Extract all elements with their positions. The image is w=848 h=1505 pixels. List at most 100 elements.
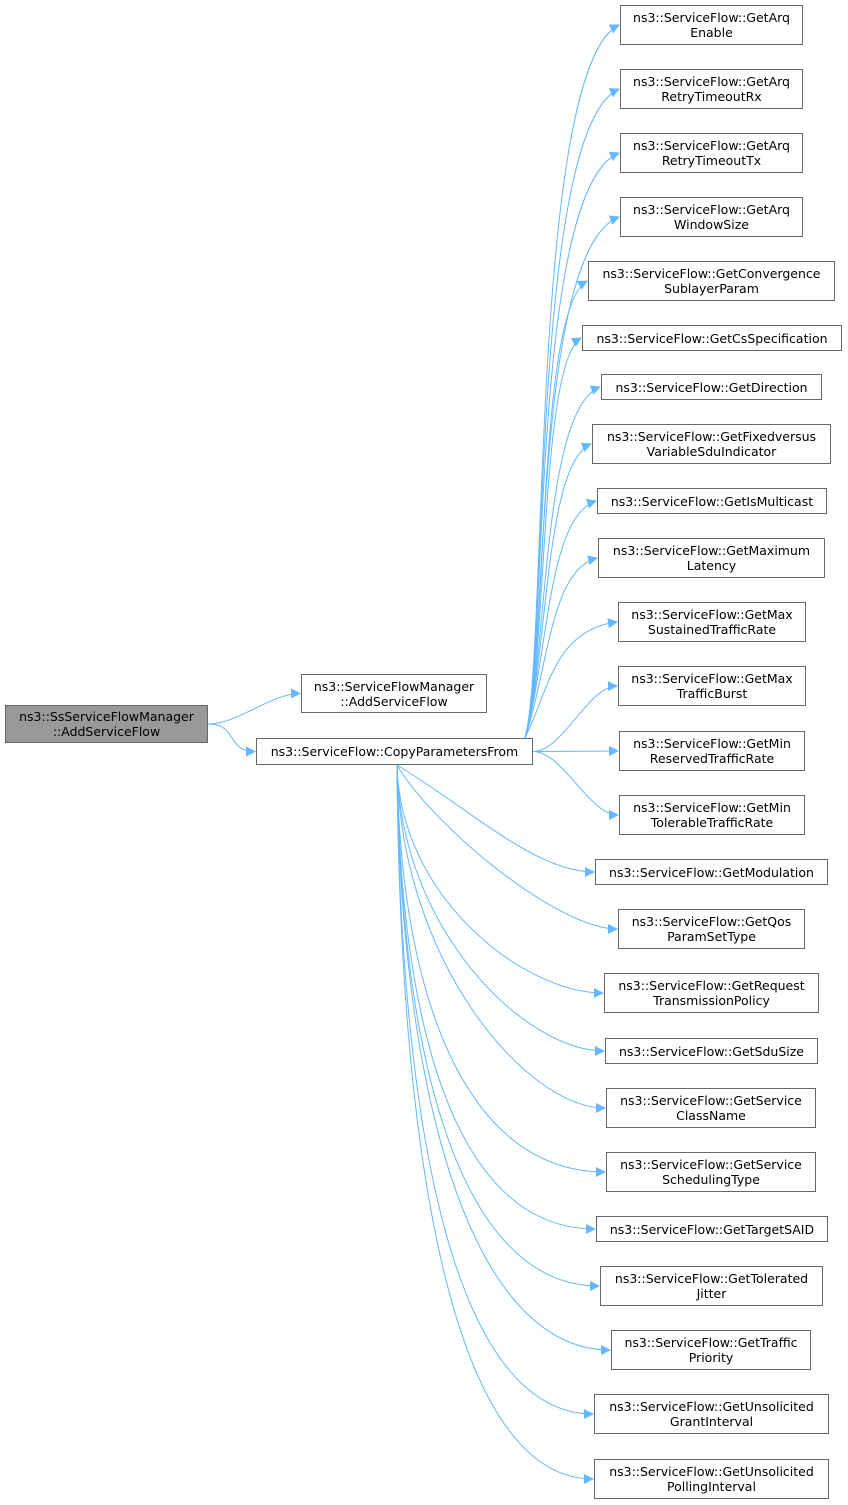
edge-cpf-to-t3 [524, 151, 620, 739]
node-label-line: Enable [690, 25, 733, 40]
edge-cpf-to-t14 [532, 751, 619, 820]
edge-cpf-to-t24 [396, 764, 594, 1419]
node-label-line: ns3::ServiceFlow::GetTolerated [614, 1271, 809, 1286]
node-label-line: ns3::ServiceFlow::GetMin [633, 736, 791, 751]
node-label-line: SustainedTrafficRate [647, 622, 777, 637]
get-target-said-node[interactable]: ns3::ServiceFlow::GetTargetSAID [596, 1216, 828, 1242]
node-label-line: ns3::ServiceFlow::GetDirection [615, 379, 808, 395]
node-label-line: ns3::ServiceFlowManager [313, 678, 475, 694]
edge-root-to-sfm [207, 688, 301, 725]
node-label-line: VariableSduIndicator [646, 444, 777, 459]
node-label-line: ns3::ServiceFlow::GetSduSize [618, 1043, 804, 1059]
edge-cpf-to-t18 [396, 764, 605, 1056]
node-label-line: ::AddServiceFlow [340, 693, 448, 709]
node-label-line: ns3::ServiceFlow::CopyParametersFrom [270, 744, 519, 759]
node-label-line: ::AddServiceFlow [52, 724, 161, 739]
get-sdu-size-node[interactable]: ns3::ServiceFlow::GetSduSize [605, 1038, 818, 1064]
node-label-line: ns3::ServiceFlow::GetArq [633, 74, 790, 89]
node-label-line: ns3::ServiceFlow::GetFixedversus [606, 429, 817, 444]
node-label-line: WindowSize [674, 217, 749, 232]
node-label-line: ns3::ServiceFlow::GetCsSpecification [596, 330, 828, 346]
node-label-line: ns3::ServiceFlow::GetArq [633, 10, 790, 25]
node-label-line: RetryTimeoutRx [661, 89, 762, 104]
copy-parameters-from-node[interactable]: ns3::ServiceFlow::CopyParametersFrom [256, 738, 533, 765]
node-label-line: ReservedTrafficRate [649, 751, 775, 766]
edge-cpf-to-t15 [396, 764, 595, 877]
node-label-line: ns3::ServiceFlow::GetMin [633, 800, 791, 815]
servicef-flow-manager-add-node[interactable]: ns3::ServiceFlowManager::AddServiceFlow [301, 674, 487, 713]
get-modulation-node[interactable]: ns3::ServiceFlow::GetModulation [595, 859, 828, 885]
node-label-line: SublayerParam [664, 281, 759, 296]
node-label-line: GrantInterval [669, 1414, 754, 1429]
edge-root-to-cpf [207, 723, 256, 757]
edge-cpf-to-t6 [524, 337, 582, 739]
node-label-line: ns3::ServiceFlow::GetRequest [618, 978, 805, 993]
edge-cpf-to-t13 [532, 746, 619, 757]
node-label-line: TransmissionPolicy [653, 993, 770, 1008]
node-label-line: ns3::ServiceFlow::GetModulation [609, 864, 814, 880]
edge-cpf-to-t19 [396, 764, 606, 1113]
node-label-line: ns3::ServiceFlow::GetArq [633, 138, 790, 153]
node-label-line: Jitter [696, 1286, 727, 1301]
node-label-line: ns3::ServiceFlow::GetMaximum [612, 543, 811, 558]
node-label-line: ns3::ServiceFlow::GetTraffic [624, 1335, 798, 1350]
node-label-line: PollingInterval [667, 1479, 756, 1494]
edge-cpf-to-t9 [524, 498, 597, 739]
node-label-line: ParamSetType [667, 929, 756, 944]
edge-cpf-to-t20 [396, 764, 606, 1177]
node-label-line: ns3::ServiceFlow::GetIsMulticast [610, 493, 814, 509]
edge-cpf-to-t12 [532, 681, 618, 752]
node-label-line: Priority [688, 1350, 734, 1365]
edge-cpf-to-t11 [524, 618, 618, 739]
node-label-line: ClassName [676, 1108, 746, 1123]
edge-cpf-to-t22 [396, 764, 600, 1291]
node-label-line: TolerableTrafficRate [650, 815, 774, 830]
edge-cpf-to-t25 [396, 764, 594, 1484]
edge-cpf-to-t21 [396, 764, 596, 1234]
node-label-line: ns3::ServiceFlow::GetQos [631, 914, 792, 929]
node-label-line: ns3::ServiceFlow::GetService [620, 1093, 802, 1108]
node-label-line: ns3::ServiceFlow::GetMax [631, 607, 793, 622]
edge-cpf-to-t17 [396, 764, 604, 998]
node-label-line: ns3::ServiceFlow::GetMax [631, 671, 793, 686]
edge-cpf-to-t16 [396, 764, 618, 934]
edge-cpf-to-t23 [396, 764, 611, 1355]
get-direction-node[interactable]: ns3::ServiceFlow::GetDirection [601, 374, 822, 400]
node-label-line: Latency [686, 558, 737, 573]
node-label-line: ns3::ServiceFlow::GetArq [633, 202, 790, 217]
node-label-line: TrafficBurst [676, 686, 748, 701]
node-label-line: ns3::ServiceFlow::GetUnsolicited [609, 1464, 814, 1479]
edge-cpf-to-t7 [524, 385, 601, 739]
get-cs-specification-node[interactable]: ns3::ServiceFlow::GetCsSpecification [582, 325, 842, 351]
get-is-multicast-node[interactable]: ns3::ServiceFlow::GetIsMulticast [597, 488, 827, 514]
node-label-line: ns3::SsServiceFlowManager [19, 709, 194, 724]
node-label-line: ns3::ServiceFlow::GetUnsolicited [609, 1399, 814, 1414]
node-label-line: SchedulingType [662, 1172, 760, 1187]
root-function-node: ns3::SsServiceFlowManager::AddServiceFlo… [5, 705, 208, 743]
node-label-line: ns3::ServiceFlow::GetConvergence [602, 266, 821, 281]
node-label-line: ns3::ServiceFlow::GetTargetSAID [609, 1221, 815, 1237]
node-label-line: RetryTimeoutTx [661, 153, 762, 168]
edge-cpf-to-t10 [524, 555, 598, 739]
node-label-line: ns3::ServiceFlow::GetService [620, 1157, 802, 1172]
